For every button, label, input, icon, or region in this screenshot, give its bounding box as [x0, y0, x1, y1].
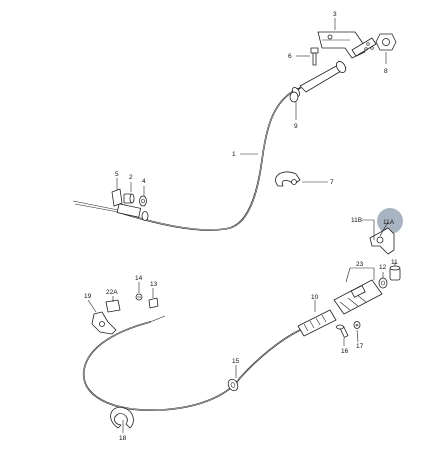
part-2-bushing — [123, 193, 135, 204]
callout-11b: 11B — [351, 217, 362, 224]
callout-16: 16 — [341, 348, 349, 355]
callout-6: 6 — [288, 53, 292, 60]
callout-10: 10 — [311, 294, 319, 301]
callout-4: 4 — [142, 178, 146, 185]
callout-12: 12 — [379, 264, 387, 271]
callout-23: 23 — [356, 261, 364, 268]
part-12-bush — [378, 277, 388, 289]
part-8-nut — [364, 33, 397, 51]
callout-labels: 3 6 8 9 1 7 5 2 4 11B 11A 11 12 23 10 16… — [84, 11, 398, 442]
callout-19: 19 — [84, 293, 92, 300]
part-11b-bracket — [369, 227, 395, 255]
highlight-11a — [377, 208, 403, 234]
part-9-grommet — [289, 91, 299, 103]
part-3-bracket — [317, 31, 377, 59]
callout-9: 9 — [294, 123, 298, 130]
callout-14: 14 — [135, 275, 143, 282]
callout-17: 17 — [356, 343, 364, 350]
part-15-grommet — [227, 378, 239, 392]
part-7-clip — [275, 171, 301, 187]
lower-cable — [82, 279, 383, 411]
leader-lines — [87, 18, 396, 433]
part-19-bracket — [91, 311, 117, 335]
part-11-cap — [389, 265, 401, 281]
callout-22a: 22A — [106, 289, 118, 296]
callout-1: 1 — [232, 151, 236, 158]
callout-8: 8 — [384, 68, 388, 75]
callout-18: 18 — [119, 435, 127, 442]
part-14-screw — [135, 293, 143, 301]
callout-3: 3 — [333, 11, 337, 18]
part-6-bolt — [310, 47, 319, 66]
callout-11: 11 — [391, 259, 398, 266]
callout-7: 7 — [330, 179, 334, 186]
part-17-washer — [353, 321, 361, 329]
part-4-washer — [139, 195, 147, 207]
part-5-clip — [111, 188, 123, 207]
part-16-bolt — [336, 324, 349, 338]
callout-13: 13 — [150, 281, 158, 288]
callout-15: 15 — [232, 358, 240, 365]
part-22a-clip — [105, 299, 121, 313]
callout-2: 2 — [129, 174, 133, 181]
part-18-clip — [110, 406, 134, 429]
callout-5: 5 — [115, 171, 119, 178]
part-13-clip — [148, 297, 159, 309]
callout-11a: 11A — [383, 219, 395, 226]
